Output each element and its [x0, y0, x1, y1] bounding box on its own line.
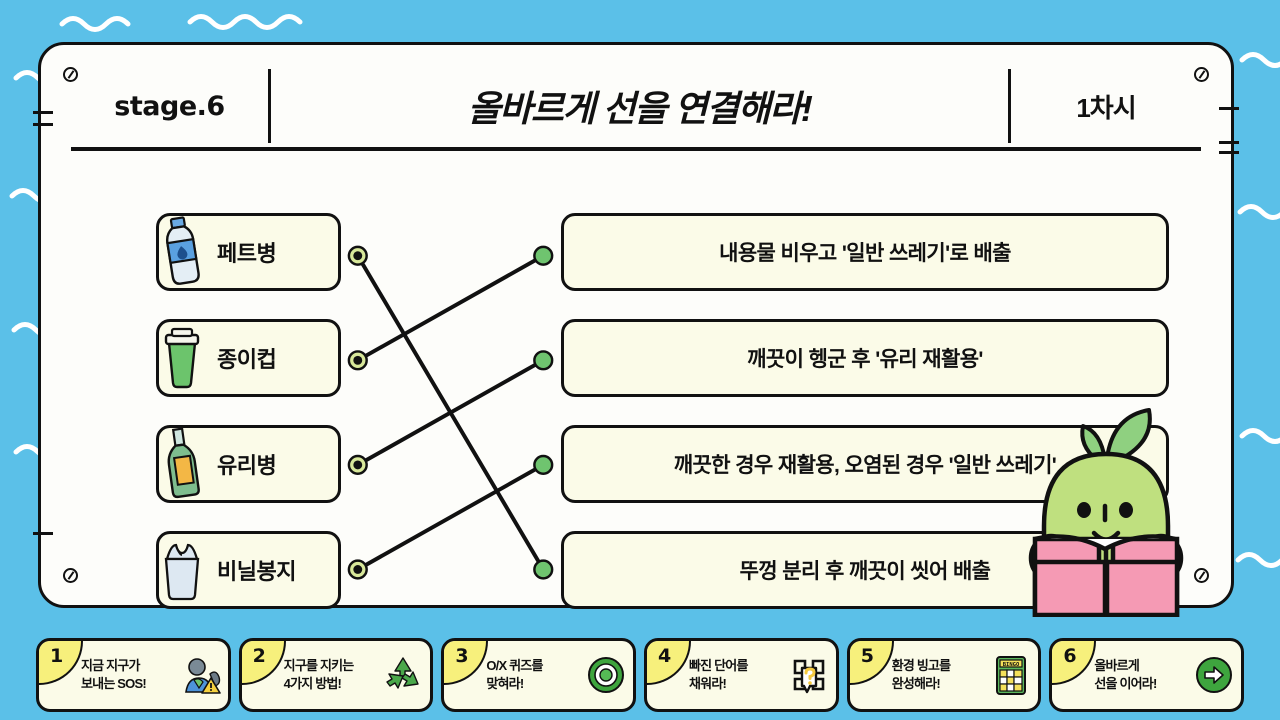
board-tick-mark: [33, 123, 53, 126]
session-cell: 1차시: [1011, 69, 1201, 143]
connector-dot-left[interactable]: [347, 350, 368, 371]
connector-dot-right[interactable]: [533, 245, 554, 266]
tab-number: 2: [252, 645, 266, 667]
svg-text:BINGO: BINGO: [1003, 662, 1020, 668]
earth-sos-icon: [184, 658, 221, 694]
answer-label: 내용물 비우고 '일반 쓰레기'로 배출: [719, 242, 1011, 265]
tab-stage-3[interactable]: 3 O/X 퀴즈를 맞혀라!: [441, 638, 637, 712]
screw-icon-top-left: [63, 67, 78, 82]
tab-label-line1: O/X 퀴즈를: [486, 658, 543, 674]
page-title: 올바르게 선을 연결해라!: [467, 88, 813, 129]
answer-label: 뚜껑 분리 후 깨끗이 씻어 배출: [739, 560, 991, 583]
tab-label-line2: 맞혀라!: [486, 676, 524, 691]
screw-icon-bottom-left: [63, 568, 78, 583]
tab-label-line2: 선을 이어라!: [1094, 676, 1157, 691]
title-cell: 올바르게 선을 연결해라!: [271, 69, 1011, 143]
tab-label-line2: 완성해라!: [891, 676, 941, 691]
connector-dot-right[interactable]: [533, 350, 554, 371]
stage-cell: stage.6: [71, 69, 271, 143]
screw-icon-top-right: [1194, 67, 1209, 82]
item-label: 종이컵: [217, 347, 277, 372]
board-tick-mark: [1219, 151, 1239, 154]
tab-label-line1: 지금 지구가: [81, 658, 140, 674]
main-board: stage.6 올바르게 선을 연결해라! 1차시: [33, 42, 1239, 617]
item-card-paper-cup[interactable]: 종이컵: [156, 319, 341, 397]
item-card-plastic-bag[interactable]: 비닐봉지: [156, 531, 341, 609]
connection-lines-layer[interactable]: [41, 163, 1231, 605]
tab-label-line1: 환경 빙고를: [891, 658, 951, 674]
connector-dot-left[interactable]: [347, 245, 368, 266]
arrow-right-circle-icon: [1196, 657, 1233, 693]
tab-label-line2: 보내는 SOS!: [81, 676, 147, 691]
connector-dot-right[interactable]: [533, 454, 554, 476]
target-circle-icon: [588, 657, 625, 693]
tab-label-line1: 빠진 단어를: [689, 658, 748, 674]
tab-number: 1: [50, 645, 64, 667]
mascot-green-sprout-reading-book: [1028, 408, 1184, 617]
connector-dot-left[interactable]: [347, 559, 368, 580]
left-item-column: 페트병 종이컵 유리병: [156, 213, 341, 637]
item-label: 페트병: [217, 241, 277, 266]
tab-stage-6[interactable]: 6 올바르게 선을 이어라!: [1049, 638, 1245, 712]
pet-bottle-icon: [166, 216, 200, 285]
item-card-pet-bottle[interactable]: 페트병: [156, 213, 341, 291]
connector-dot-right[interactable]: [533, 559, 554, 580]
tab-number: 4: [658, 645, 672, 667]
tab-stage-4[interactable]: 4 빠진 단어를 채워라!: [644, 638, 839, 712]
tab-number: 6: [1063, 645, 1077, 667]
answer-card[interactable]: 깨끗이 헹군 후 '유리 재활용': [561, 319, 1169, 397]
question-book-icon: [793, 659, 824, 694]
screw-icon-bottom-right: [1194, 568, 1209, 583]
plastic-bag-icon: [164, 543, 200, 601]
tab-stage-1[interactable]: 1 지금 지구가 보내는 SOS!: [36, 638, 231, 712]
stage-label: stage.6: [114, 90, 225, 122]
stage-navigation-tabs: 1 지금 지구가 보내는 SOS! 2 지구를 지키는 4가지 방법!: [36, 638, 1245, 712]
tab-label-line1: 올바르게: [1094, 658, 1139, 674]
board-tick-mark: [1219, 141, 1239, 144]
tab-stage-5[interactable]: 5 환경 빙고를 완성해라! BINGO: [846, 638, 1042, 712]
answer-label: 깨끗이 헹군 후 '유리 재활용': [747, 348, 983, 371]
tab-label-line2: 채워라!: [689, 676, 727, 691]
tab-stage-2[interactable]: 2 지구를 지키는 4가지 방법!: [238, 638, 434, 712]
tab-label-line1: 지구를 지키는: [283, 658, 355, 674]
session-label: 1차시: [1076, 92, 1136, 123]
board-tick-mark: [33, 532, 53, 535]
connector-dot-left[interactable]: [347, 454, 368, 476]
board-tick-mark: [33, 111, 53, 114]
tab-number: 5: [860, 645, 874, 667]
answer-label: 깨끗한 경우 재활용, 오염된 경우 '일반 쓰레기': [673, 454, 1057, 477]
glass-bottle-icon: [167, 427, 200, 499]
answer-card[interactable]: 내용물 비우고 '일반 쓰레기'로 배출: [561, 213, 1169, 291]
tab-label-line2: 4가지 방법!: [283, 676, 342, 691]
item-card-glass-bottle[interactable]: 유리병: [156, 425, 341, 503]
tab-number: 3: [455, 645, 469, 667]
board-header: stage.6 올바르게 선을 연결해라! 1차시: [71, 61, 1201, 151]
board-tick-mark: [1219, 107, 1239, 110]
item-label: 비닐봉지: [217, 559, 296, 584]
recycle-icon: [386, 657, 420, 689]
bingo-card-icon: BINGO: [996, 656, 1027, 695]
item-label: 유리병: [217, 453, 277, 478]
paper-cup-icon: [164, 327, 200, 389]
